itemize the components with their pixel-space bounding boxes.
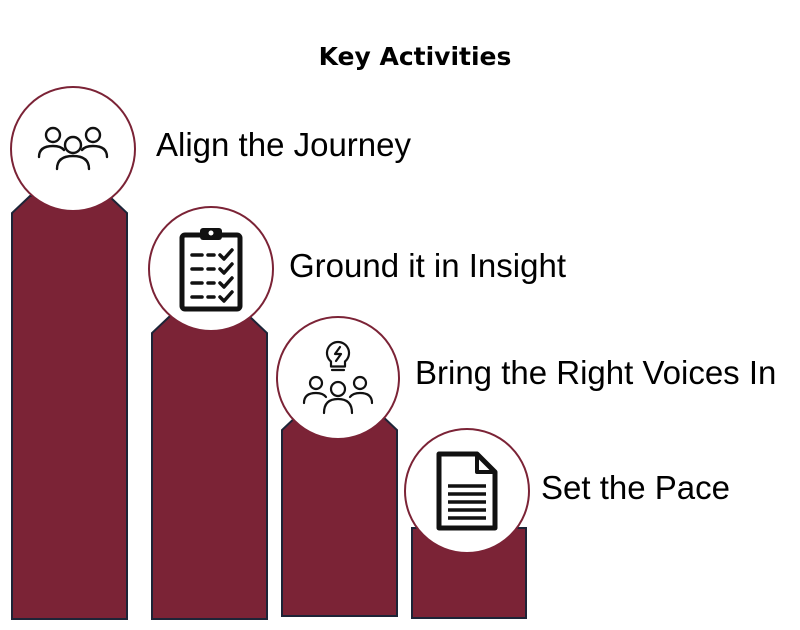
activity-label-4: Set the Pace bbox=[541, 469, 730, 506]
activity-label-3: Bring the Right Voices In bbox=[415, 354, 777, 391]
document-icon bbox=[436, 451, 498, 531]
activity-label-2: Ground it in Insight bbox=[289, 247, 566, 284]
activity-circle-4 bbox=[404, 428, 530, 554]
clipboard-checklist-icon bbox=[179, 228, 243, 312]
activity-label-1: Align the Journey bbox=[156, 126, 411, 163]
step-bar-3 bbox=[281, 412, 398, 617]
people-group-icon bbox=[37, 126, 109, 171]
activity-circle-3 bbox=[276, 316, 400, 440]
activity-circle-2 bbox=[148, 206, 274, 332]
step-bar-4 bbox=[411, 527, 527, 619]
diagram-title: Key Activities bbox=[318, 42, 512, 71]
lightbulb-people-icon bbox=[302, 340, 374, 415]
step-bar-1 bbox=[11, 195, 128, 620]
activity-circle-1 bbox=[10, 86, 136, 212]
step-bar-2 bbox=[151, 315, 268, 620]
